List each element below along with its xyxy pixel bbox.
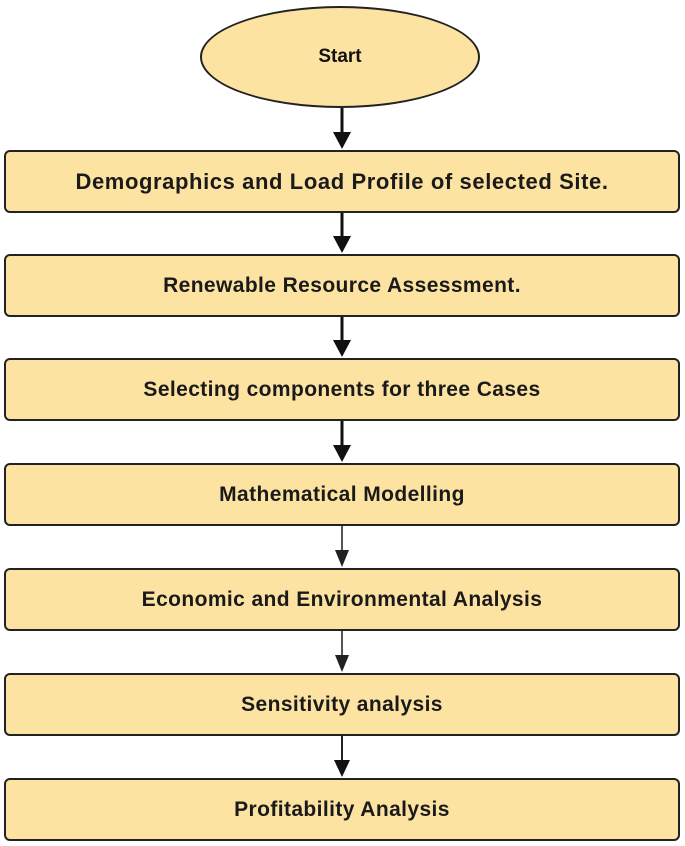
arrow-step-3-to-step-4 xyxy=(333,421,351,462)
step-label: Profitability Analysis xyxy=(234,797,450,821)
step-label: Economic and Environmental Analysis xyxy=(141,587,543,611)
arrow-step-1-to-step-2 xyxy=(333,213,351,253)
step-sensitivity: Sensitivity analysis xyxy=(4,673,680,736)
arrow-step-4-to-step-5 xyxy=(335,526,349,567)
step-label: Demographics and Load Profile of selecte… xyxy=(75,168,609,194)
step-mathematical-modelling: Mathematical Modelling xyxy=(4,463,680,526)
arrow-start-to-step-1 xyxy=(333,108,351,149)
step-demographics: Demographics and Load Profile of selecte… xyxy=(4,150,680,213)
arrow-step-5-to-step-6 xyxy=(335,631,349,672)
step-label: Renewable Resource Assessment. xyxy=(163,273,521,297)
step-economic-environmental: Economic and Environmental Analysis xyxy=(4,568,680,631)
start-node: Start xyxy=(200,6,480,108)
start-label: Start xyxy=(318,46,362,67)
step-resource-assessment: Renewable Resource Assessment. xyxy=(4,254,680,317)
step-profitability: Profitability Analysis xyxy=(4,778,680,841)
step-label: Mathematical Modelling xyxy=(219,482,465,506)
step-label: Selecting components for three Cases xyxy=(143,377,541,401)
step-label: Sensitivity analysis xyxy=(241,692,443,716)
step-selecting-components: Selecting components for three Cases xyxy=(4,358,680,421)
arrow-step-6-to-step-7 xyxy=(334,736,350,777)
arrow-step-2-to-step-3 xyxy=(333,317,351,357)
